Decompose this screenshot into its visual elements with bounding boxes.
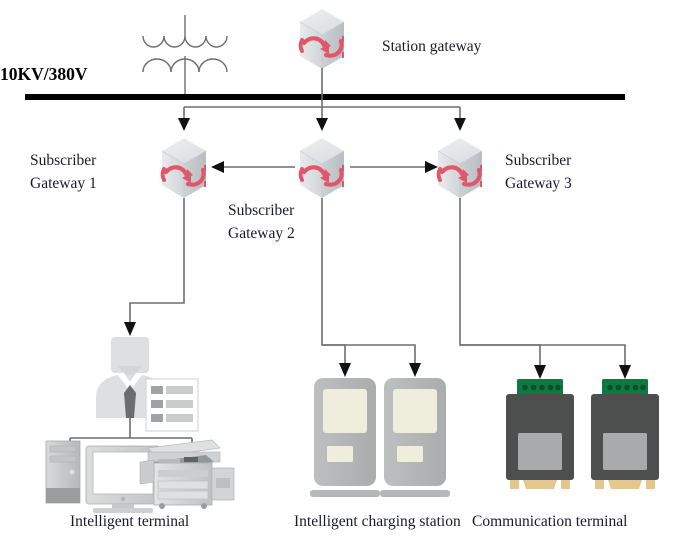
transformer-symbol	[142, 15, 228, 97]
arrow-right-to-gateway3	[425, 161, 438, 173]
intelligent-terminal-node[interactable]	[45, 337, 235, 513]
person-head-icon	[111, 337, 149, 373]
communication-terminal-2-node[interactable]	[591, 379, 659, 489]
subscriber-gateway-1-label-line2: Gateway 1	[30, 175, 97, 192]
person-collar-icon	[118, 373, 142, 391]
station-gateway-icon[interactable]	[300, 9, 344, 69]
arrow-to-subscriber-gateway-1	[178, 118, 190, 131]
subscriber-gateway-2-label-line2: Gateway 2	[228, 225, 295, 242]
communication-terminal-2-icon[interactable]	[591, 379, 659, 489]
station-gateway-node[interactable]	[300, 9, 344, 97]
subscriber-gateway-2-node[interactable]	[300, 138, 344, 198]
gateway2-to-charging-stations-wire	[321, 198, 421, 377]
subscriber-gateway-3-label-line1: Subscriber	[505, 152, 572, 169]
person-tie-icon	[124, 385, 136, 418]
arrow-left-to-gateway1	[211, 161, 224, 173]
subscriber-gateway-3-icon[interactable]	[438, 138, 482, 198]
subscriber-gateway-1-node[interactable]	[162, 138, 206, 198]
subscriber-gateway-3-label-line2: Gateway 3	[505, 175, 572, 192]
gateway3-to-comm-terminals-wire	[459, 198, 631, 379]
monitor-icon[interactable]	[85, 445, 161, 513]
charging-station-2-node[interactable]	[380, 378, 450, 497]
gateway-peer-links	[211, 161, 438, 173]
communication-terminal-label: Communication terminal	[472, 513, 627, 530]
busbar-branch-wires	[178, 97, 466, 131]
subscriber-gateway-2-icon[interactable]	[300, 138, 344, 198]
subscriber-gateway-3-node[interactable]	[438, 138, 482, 198]
communication-terminal-1-node[interactable]	[506, 379, 574, 489]
arrow-to-subscriber-gateway-2	[316, 118, 328, 131]
intelligent-terminal-label: Intelligent terminal	[70, 513, 189, 530]
subscriber-gateway-2-label-line1: Subscriber	[228, 202, 295, 219]
station-gateway-label: Station gateway	[382, 38, 482, 55]
pc-tower-icon[interactable]	[45, 440, 81, 504]
intelligent-charging-station-label: Intelligent charging station	[294, 513, 461, 530]
printer-icon[interactable]	[139, 439, 235, 509]
charging-station-1-node[interactable]	[310, 378, 380, 497]
subscriber-gateway-1-label-line1: Subscriber	[30, 152, 97, 169]
gateway1-to-terminal-wire	[124, 198, 185, 336]
voltage-label: 10KV/380V	[0, 64, 88, 84]
communication-terminal-1-icon[interactable]	[506, 379, 574, 489]
arrow-to-subscriber-gateway-3	[454, 118, 466, 131]
charging-station-1-icon[interactable]	[310, 378, 380, 497]
subscriber-gateway-1-icon[interactable]	[162, 138, 206, 198]
charging-station-2-icon[interactable]	[380, 378, 450, 497]
